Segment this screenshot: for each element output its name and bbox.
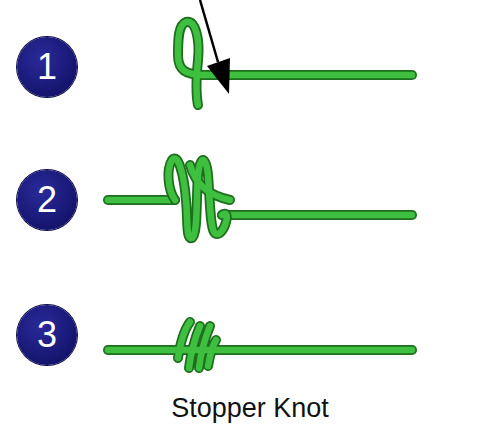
rope-step-1 <box>178 0 412 105</box>
step-number-circle: 1 <box>17 37 77 97</box>
rope-step-3 <box>108 322 412 368</box>
step-number-circle: 3 <box>17 305 77 365</box>
step-number: 3 <box>37 317 57 353</box>
caption: Stopper Knot <box>0 393 500 424</box>
step-number: 2 <box>37 182 57 218</box>
rope-step-2 <box>108 158 412 238</box>
step-number-circle: 2 <box>17 170 77 230</box>
step-number: 1 <box>37 49 57 85</box>
